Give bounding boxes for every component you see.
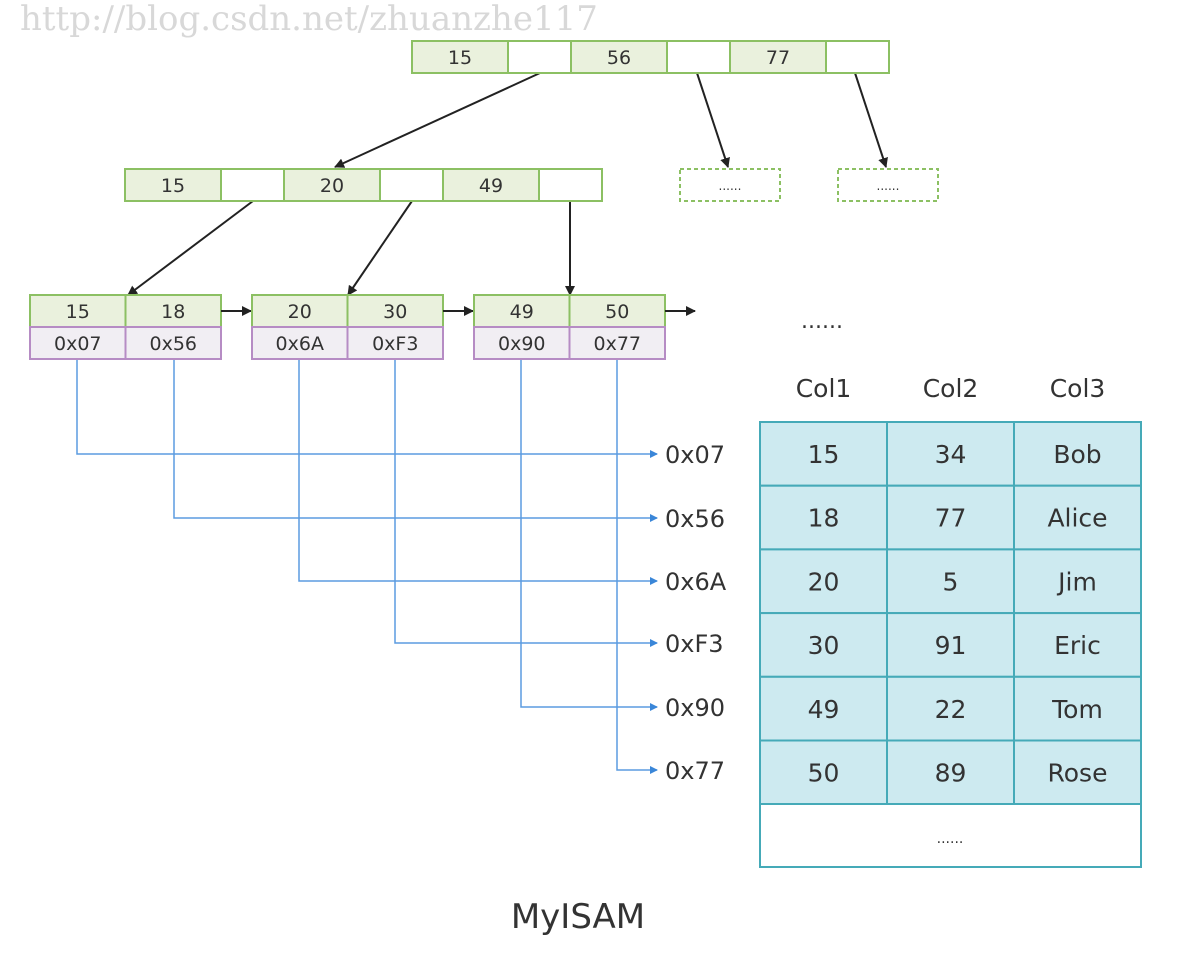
leaf-address-cell [251, 326, 349, 360]
row-address-label: 0x07 [665, 441, 725, 469]
table-cell [759, 548, 888, 615]
internal-node-pointer-cell [220, 168, 285, 202]
table-cell [886, 675, 1015, 742]
table-footer-row [759, 803, 1142, 868]
leaf-address-cell [473, 326, 571, 360]
row-address-label: 0x77 [665, 757, 725, 785]
tree-pointer-arrow [334, 72, 541, 168]
table-cell [886, 421, 1015, 487]
table-cell [759, 421, 888, 487]
leaf-key: 49 [510, 301, 534, 323]
row-pointer-line [173, 359, 658, 522]
table-cell-value: 5 [943, 567, 959, 596]
placeholder-node-ellipsis: ...... [719, 179, 742, 193]
tree-pointer-arrow [347, 200, 413, 296]
leaf-key: 30 [383, 301, 407, 323]
table-cell-value: Alice [1047, 504, 1107, 533]
leaf-address-cell [346, 326, 444, 360]
table-cell-value: 22 [935, 695, 967, 724]
table-cell-value: 77 [935, 504, 967, 533]
leaf-address-cell [29, 326, 127, 360]
root-node-key-cell [570, 40, 668, 74]
placeholder-node-ellipsis: ...... [877, 179, 900, 193]
leaf-key: 18 [161, 301, 185, 323]
leaf-address-cell [568, 326, 666, 360]
row-pointer-line [616, 359, 658, 774]
table-column-header: Col1 [796, 374, 852, 403]
table-cell-value: Tom [1051, 695, 1103, 724]
table-column-header: Col2 [923, 374, 979, 403]
leaf-key: 15 [66, 301, 90, 323]
table-cell [886, 484, 1015, 551]
leaf-address: 0x07 [54, 333, 102, 355]
table-cell-value: 15 [808, 440, 840, 469]
placeholder-node [679, 168, 781, 202]
table-cell-value: 49 [808, 695, 840, 724]
internal-node-key: 15 [161, 175, 185, 197]
leaf-address: 0x90 [498, 333, 546, 355]
leaf-address-cell [124, 326, 222, 360]
table-cell-value: 50 [808, 759, 840, 788]
leaf-address: 0x6A [276, 333, 324, 355]
tree-pointer-arrow [854, 72, 888, 168]
table-cell-value: 34 [935, 440, 967, 469]
tree-pointer-arrow [127, 200, 254, 296]
table-cell-value: 91 [935, 631, 967, 660]
row-pointer-line [520, 359, 658, 711]
leaf-key: 20 [288, 301, 312, 323]
table-column-header: Col3 [1050, 374, 1106, 403]
internal-node-key: 20 [320, 175, 344, 197]
table-cell [1013, 484, 1142, 551]
internal-node-key: 49 [479, 175, 503, 197]
diagram-caption: MyISAM [511, 897, 645, 937]
table-cell-value: Rose [1048, 759, 1108, 788]
row-address-label: 0xF3 [665, 630, 724, 658]
root-node-key: 77 [766, 47, 790, 69]
root-node-key: 15 [448, 47, 472, 69]
table-cell [1013, 548, 1142, 615]
row-address-label: 0x90 [665, 694, 725, 722]
internal-node-pointer-cell [379, 168, 444, 202]
leaf-key-cell [251, 294, 349, 328]
table-cell-value: 30 [808, 631, 840, 660]
table-cell [1013, 675, 1142, 742]
row-pointer-line [298, 359, 658, 585]
leaf-address: 0xF3 [372, 333, 418, 355]
leaf-key-cell [568, 294, 666, 328]
tree-pointer-arrow [696, 72, 730, 168]
leaf-address: 0x56 [149, 333, 197, 355]
root-node-pointer-cell [666, 40, 731, 74]
watermark-text: http://blog.csdn.net/zhuanzhe117 [20, 0, 598, 39]
table-cell-value: 89 [935, 759, 967, 788]
table-cell-value: Bob [1053, 440, 1101, 469]
table-cell [1013, 739, 1142, 806]
leaf-continuation-ellipsis: ...... [801, 309, 843, 334]
row-address-label: 0x56 [665, 505, 725, 533]
leaf-key-cell [346, 294, 444, 328]
table-cell [759, 612, 888, 678]
row-pointer-line [394, 359, 658, 647]
table-cell-value: Jim [1056, 567, 1097, 596]
root-node-key: 56 [607, 47, 631, 69]
leaf-key: 50 [605, 301, 629, 323]
root-node-pointer-cell [825, 40, 890, 74]
row-address-label: 0x6A [665, 568, 727, 596]
root-node-pointer-cell [507, 40, 572, 74]
root-node-key-cell [729, 40, 827, 74]
table-cell-value: 20 [808, 567, 840, 596]
leaf-address: 0x77 [593, 333, 641, 355]
table-footer-ellipsis: ...... [937, 831, 964, 847]
table-cell-value: Eric [1054, 631, 1101, 660]
table-cell-value: 18 [808, 504, 840, 533]
internal-node-pointer-cell [538, 168, 603, 202]
table-cell [886, 548, 1015, 615]
placeholder-node [837, 168, 939, 202]
row-pointer-line [76, 359, 658, 458]
